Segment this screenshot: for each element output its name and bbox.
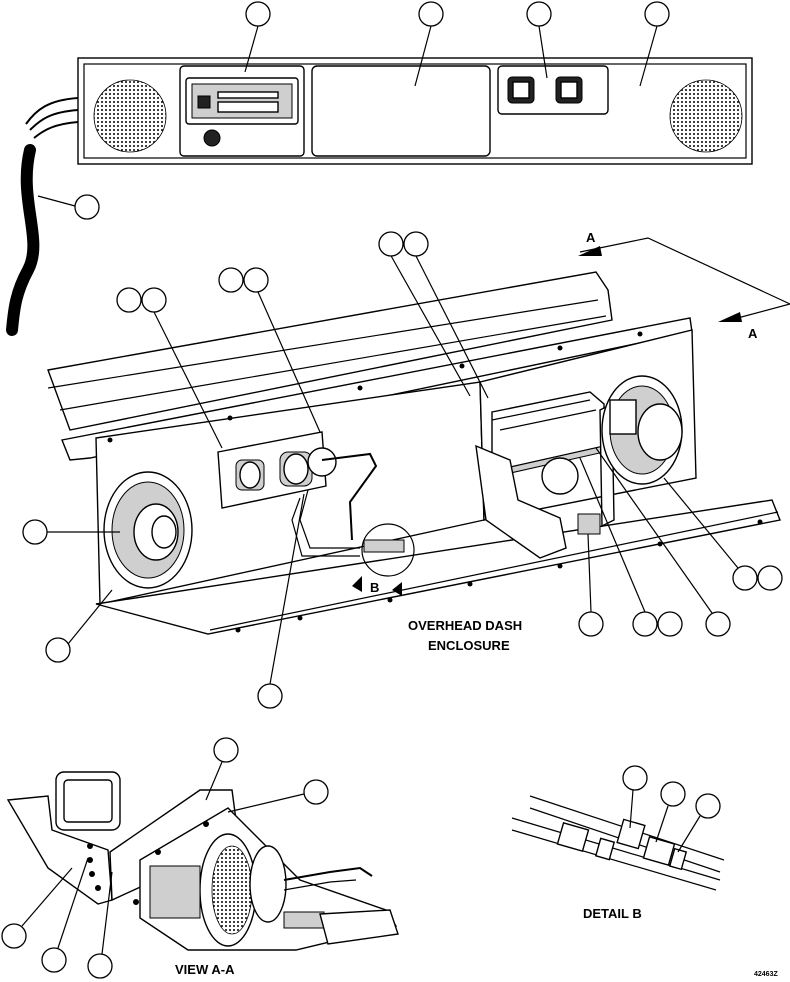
detail-b-drawing bbox=[511, 795, 725, 891]
switch-plate bbox=[217, 431, 337, 509]
view-aa-drawing bbox=[6, 771, 399, 951]
section-a-indicator: A A bbox=[578, 230, 790, 341]
callouts-detail-b bbox=[622, 765, 721, 853]
detail-b-label: DETAIL B bbox=[583, 906, 642, 921]
left-speaker-grille bbox=[93, 79, 167, 153]
overhead-panel-front-view bbox=[6, 57, 753, 336]
wire-harness bbox=[6, 144, 40, 336]
section-a-label-top: A bbox=[586, 230, 596, 245]
overhead-dash-label-line1: OVERHEAD DASH bbox=[408, 618, 522, 633]
right-speaker bbox=[601, 375, 683, 485]
radio-knob bbox=[203, 129, 221, 147]
callouts-view-aa bbox=[1, 737, 329, 979]
view-aa-label: VIEW A-A bbox=[175, 962, 235, 977]
relay bbox=[577, 513, 601, 535]
overhead-dash-enclosure: B bbox=[47, 271, 781, 635]
detail-b-marker: B bbox=[370, 580, 379, 595]
detail-b-circle bbox=[361, 523, 415, 577]
left-speaker bbox=[103, 471, 193, 589]
right-speaker-grille bbox=[669, 79, 743, 153]
radio-chassis bbox=[475, 391, 605, 559]
callouts-top bbox=[37, 1, 670, 220]
section-a-label-bottom: A bbox=[748, 326, 758, 341]
drawing-number: 42463Z bbox=[754, 971, 778, 978]
callouts-middle bbox=[22, 231, 783, 709]
overhead-dash-label-line2: ENCLOSURE bbox=[428, 638, 510, 653]
blank-panel bbox=[311, 65, 491, 157]
